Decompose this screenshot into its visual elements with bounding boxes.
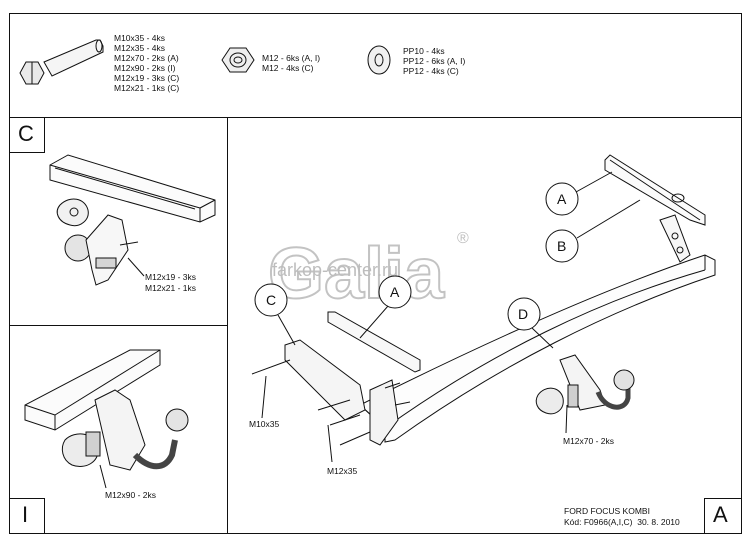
panel-a-drawing [251,154,716,463]
washer-drawing [367,45,391,75]
panel-i-frame [9,325,228,534]
panel-a-label-m12x70: M12x70 - 2ks [563,436,615,446]
callout-a-mid: A [359,275,412,339]
panel-a-label-m12x35: M12x35 [327,466,358,476]
watermark-site: farkop-center.ru [272,260,398,280]
panel-c-corner-box [9,117,45,153]
panel-c-bolt-label: M12x19 - 3ks [145,272,197,282]
panel-a-letter: A [713,502,728,527]
washer-spec: PP12 - 6ks (A, I) [403,56,466,66]
watermark-logo: Galia [268,234,445,314]
nut-drawing [221,47,255,73]
callout-b-letter: B [557,238,566,254]
panel-c-bolt-label: M12x21 - 1ks [145,283,197,293]
bolt-spec: M10x35 - 4ks [114,33,166,43]
callout-c-letter: C [266,292,276,308]
watermark-registered: ® [457,230,469,247]
bolt-drawing [19,39,104,85]
callout-d-letter: D [518,306,528,322]
panel-c-letter: C [18,121,34,146]
parts-header-frame [9,13,742,118]
bolt-spec: M12x70 - 2ks (A) [114,53,179,63]
panel-c-drawing [49,154,216,286]
bolt-spec: M12x19 - 3ks (C) [114,73,180,83]
nut-spec: M12 - 4ks (C) [262,63,314,73]
callout-a-top-letter: A [557,191,567,207]
washer-spec: PP12 - 4ks (C) [403,66,459,76]
callout-c: C [254,283,296,346]
panel-a-corner-box [704,498,742,534]
drawing-code: Kód: F0966(A,I,C) 30. 8. 2010 [564,517,680,527]
panel-i-letter: I [22,502,29,527]
callout-b: B [545,199,641,263]
panel-i-bolt-label: M12x90 - 2ks [105,490,157,500]
callout-d: D [507,297,554,349]
model-name: FORD FOCUS KOMBI [564,506,650,516]
panel-i-corner-box [9,498,45,534]
bolt-spec: M12x21 - 1ks (C) [114,83,180,93]
callout-a-mid-letter: A [390,284,400,300]
panel-a-label-m10x35: M10x35 [249,419,280,429]
watermark: Galia farkop-center.ru ® [267,230,469,315]
nut-spec: M12 - 6ks (A, I) [262,53,321,63]
bolt-spec: M12x35 - 4ks [114,43,166,53]
bolt-spec: M12x90 - 2ks (I) [114,63,176,73]
callout-a-top: A [545,171,613,216]
washer-spec: PP10 - 4ks [403,46,445,56]
panel-i-drawing [24,349,189,489]
